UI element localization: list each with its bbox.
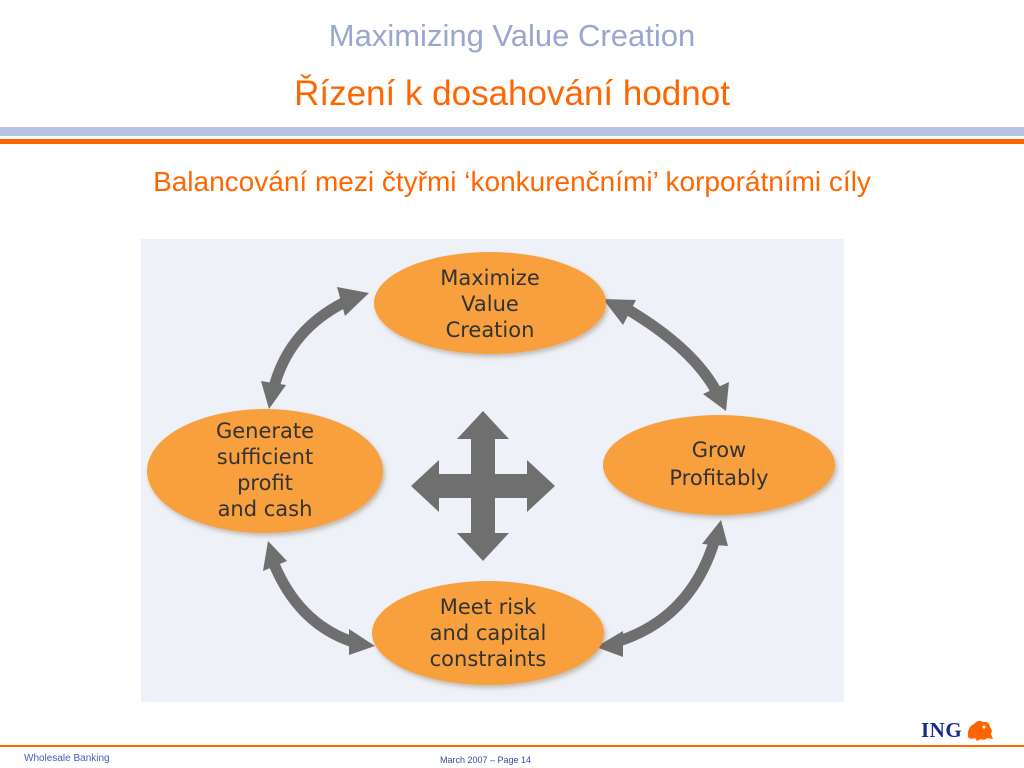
node-left-line-4: and cash — [218, 497, 313, 521]
node-left-line-2: sufficient — [217, 445, 313, 469]
footer-divider — [0, 745, 1024, 747]
node-bottom-line-1: Meet risk — [440, 595, 537, 619]
header-band-blue — [0, 127, 1024, 136]
arrow-top-right — [624, 304, 720, 392]
node-top-line-2: Value — [461, 292, 519, 316]
node-bottom-line-2: and capital — [430, 621, 547, 645]
arrowhead-tl-2 — [261, 381, 286, 409]
arrowhead-br-1 — [596, 631, 623, 657]
page-title-czech: Řízení k dosahování hodnot — [294, 74, 730, 113]
arrow-bottom-left — [268, 561, 355, 648]
node-grow-profitably: Grow Profitably — [603, 415, 835, 515]
node-meet-risk-capital: Meet risk and capital constraints — [372, 581, 604, 685]
node-left-line-1: Generate — [216, 419, 314, 443]
arrow-bottom-right — [614, 537, 721, 648]
node-top-line-3: Creation — [446, 318, 535, 342]
footer-division-label: Wholesale Banking — [24, 753, 110, 764]
value-creation-diagram: Maximize Value Creation Grow Profitably … — [141, 239, 844, 702]
arrowhead-bl-2 — [349, 629, 375, 655]
arrow-top-left — [268, 298, 346, 389]
lion-icon — [968, 720, 994, 741]
page-title-english: Maximizing Value Creation — [328, 18, 696, 53]
slide-subtitle: Balancování mezi čtyřmi ‘konkurenčními’ … — [153, 166, 871, 197]
node-left-line-3: profit — [237, 471, 293, 495]
node-bottom-line-3: constraints — [430, 647, 547, 671]
node-right-line-2: Profitably — [669, 466, 768, 490]
arrowhead-br-2 — [702, 520, 728, 546]
ing-logo: ING — [921, 716, 1001, 744]
arrowhead-bl-1 — [263, 541, 287, 571]
node-right-line-1: Grow — [692, 438, 746, 462]
header-band-orange — [0, 139, 1024, 144]
footer-page-info: March 2007 – Page 14 — [440, 755, 532, 765]
logo-text: ING — [921, 717, 963, 742]
arrowhead-tl-1 — [337, 287, 369, 316]
arrowhead-tr-2 — [703, 382, 729, 411]
node-top-line-1: Maximize — [440, 266, 539, 290]
node-maximize-value-creation: Maximize Value Creation — [374, 252, 606, 354]
four-way-arrow-icon — [411, 411, 555, 561]
node-generate-profit-cash: Generate sufficient profit and cash — [147, 409, 383, 533]
arrowhead-tr-1 — [603, 299, 636, 325]
